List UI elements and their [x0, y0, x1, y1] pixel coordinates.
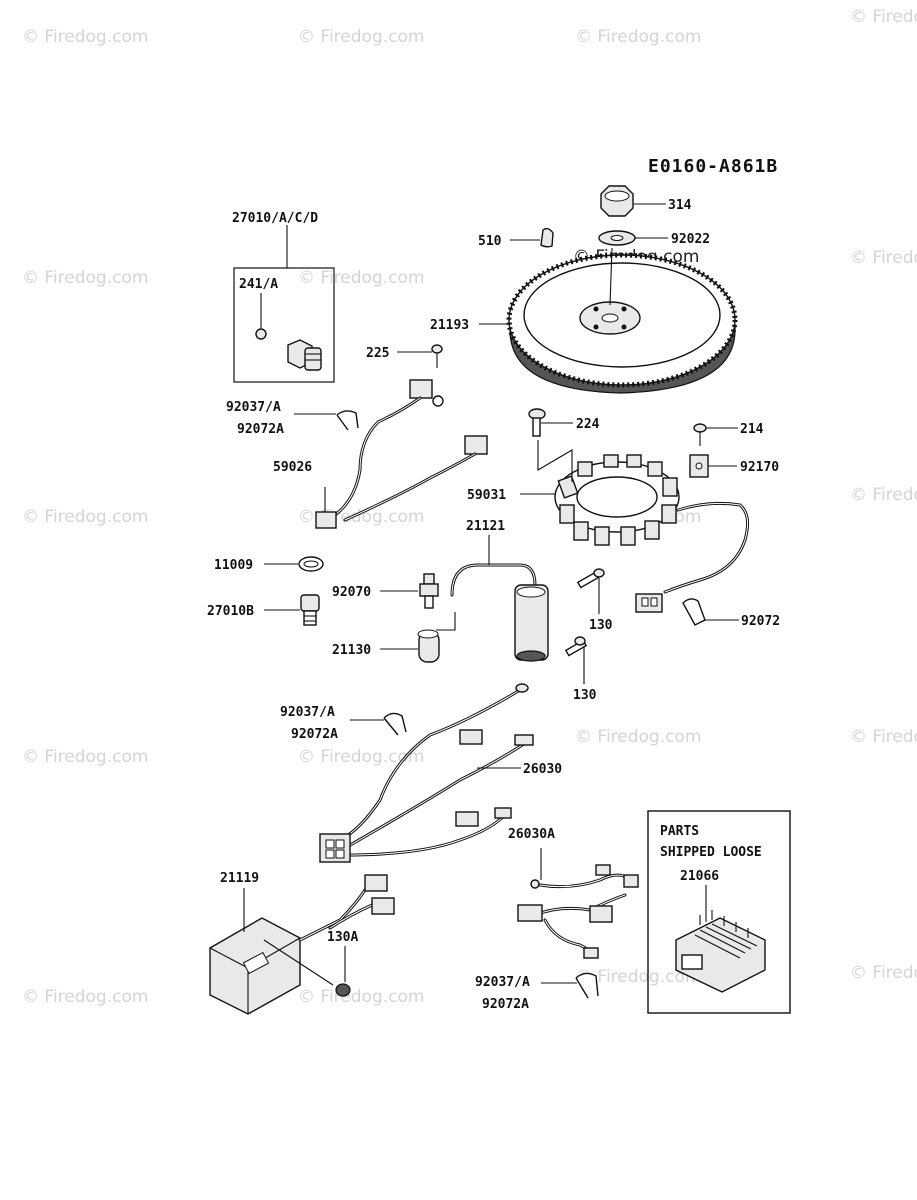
watermark-text: © Firedog.com — [850, 485, 917, 505]
watermark-text: © Firedog.com — [22, 747, 148, 767]
label-92037-a-2: 92037/A — [280, 705, 335, 720]
watermark-text: © Firedog.com — [575, 967, 701, 987]
label-510: 510 — [478, 234, 502, 249]
label-224: 224 — [576, 417, 600, 432]
key-illustration — [540, 227, 554, 248]
plug-illustration — [419, 573, 439, 609]
igniter-illustration — [209, 874, 395, 1015]
bolt-illustration — [528, 408, 546, 437]
shipped-loose-box — [647, 810, 791, 1014]
clamp-92072-illustration — [682, 598, 706, 626]
label-27010b: 27010B — [207, 604, 254, 619]
watermark-text: © Firedog.com — [575, 727, 701, 747]
label-130a: 130A — [327, 930, 358, 945]
sensor-illustration — [298, 556, 324, 626]
label-130-2: 130 — [573, 688, 597, 703]
watermark-text: © Firedog.com — [22, 27, 148, 47]
regulator-illustration — [675, 910, 766, 993]
label-92072a-2: 92072A — [291, 727, 338, 742]
label-59026: 59026 — [273, 460, 312, 475]
ignition-coil-illustration — [417, 563, 549, 663]
flywheel-illustration — [506, 252, 738, 394]
screw-225-illustration — [431, 344, 443, 354]
label-92070: 92070 — [332, 585, 371, 600]
label-225: 225 — [366, 346, 389, 361]
diagram-code: E0160-A861B — [648, 156, 778, 177]
screw-plate-illustration — [689, 423, 709, 478]
label-59031: 59031 — [467, 488, 506, 503]
label-92022: 92022 — [671, 232, 710, 247]
nut-illustration — [600, 185, 634, 217]
label-21130: 21130 — [332, 643, 371, 658]
clamp-illustration-3 — [575, 972, 599, 999]
leader-lines — [264, 203, 739, 984]
label-214: 214 — [740, 422, 764, 437]
watermark-text: © Firedog.com — [575, 27, 701, 47]
watermark-text: © Firedog.com — [850, 248, 917, 268]
watermark-text: © Firedog.com — [22, 507, 148, 527]
label-21193: 21193 — [430, 318, 469, 333]
label-314: 314 — [668, 198, 692, 213]
shipped-loose-title: PARTS — [660, 824, 699, 839]
watermark-text: © Firedog.com — [298, 987, 424, 1007]
watermarks: © Firedog.com © Firedog.com © Firedog.co… — [22, 7, 917, 1007]
part-labels: 314 92022 510 27010/A/C/D 241/A 21193 22… — [207, 198, 780, 1012]
watermark-text: © Firedog.com — [850, 7, 917, 27]
harness-59026-illustration — [315, 379, 488, 529]
label-11009: 11009 — [214, 558, 253, 573]
label-21119: 21119 — [220, 871, 259, 886]
washer-illustration — [598, 230, 636, 246]
watermark-text: © Firedog.com — [298, 27, 424, 47]
switch-illustration — [255, 328, 322, 371]
clamp-illustration-2 — [383, 712, 407, 736]
label-26030a: 26030A — [508, 827, 555, 842]
label-92037-a-1: 92037/A — [226, 400, 281, 415]
clamp-illustration — [336, 410, 359, 431]
watermark-text: © Firedog.com — [22, 268, 148, 288]
watermark-text: © Firedog.com — [22, 987, 148, 1007]
label-130-1: 130 — [589, 618, 613, 633]
harness-26030-illustration — [319, 683, 534, 863]
harness-26030a-illustration — [517, 864, 639, 959]
label-92072: 92072 — [741, 614, 780, 629]
label-21121: 21121 — [466, 519, 505, 534]
switch-group-box — [233, 267, 335, 383]
watermark-text: © Firedog.com — [850, 963, 917, 983]
label-26030: 26030 — [523, 762, 562, 777]
label-92037-a-3: 92037/A — [475, 975, 530, 990]
watermark-text: © Firedog.com — [298, 268, 424, 288]
label-92170: 92170 — [740, 460, 779, 475]
label-92072a-1: 92072A — [237, 422, 284, 437]
watermark-text: © Firedog.com — [298, 747, 424, 767]
label-27010-a-c-d: 27010/A/C/D — [232, 211, 318, 226]
bolt-130-illustration — [564, 568, 605, 657]
label-92072a-3: 92072A — [482, 997, 529, 1012]
label-21066: 21066 — [680, 869, 719, 884]
label-241-a: 241/A — [239, 277, 278, 292]
shipped-loose-title-2: SHIPPED LOOSE — [660, 845, 762, 860]
stator-illustration — [554, 454, 750, 613]
watermark-text: © Firedog.com — [850, 727, 917, 747]
